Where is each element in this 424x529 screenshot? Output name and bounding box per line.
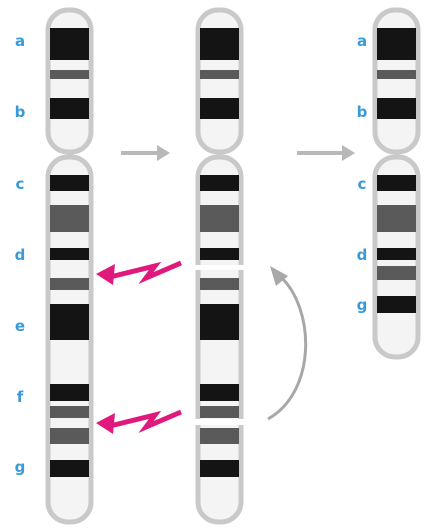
band bbox=[50, 278, 89, 290]
region-label: a bbox=[357, 32, 367, 50]
band bbox=[377, 296, 416, 313]
band bbox=[377, 175, 416, 191]
band bbox=[200, 98, 239, 119]
break-gap bbox=[190, 265, 270, 270]
region-label: g bbox=[15, 458, 26, 476]
chromosome-original-short-arm bbox=[45, 7, 94, 155]
band bbox=[377, 98, 416, 119]
break-gap bbox=[190, 419, 270, 425]
chromosome-original: a b c d e f g bbox=[15, 7, 182, 525]
chromosome-original-long-arm bbox=[45, 154, 94, 525]
band bbox=[200, 460, 239, 477]
band bbox=[377, 205, 416, 232]
band bbox=[50, 205, 89, 232]
band bbox=[50, 384, 89, 401]
band bbox=[50, 98, 89, 119]
chromosome-deleted-short-arm bbox=[372, 7, 421, 155]
band bbox=[200, 428, 239, 444]
region-label: c bbox=[358, 175, 367, 193]
band bbox=[377, 266, 416, 280]
band bbox=[50, 248, 89, 260]
band bbox=[200, 248, 239, 260]
band bbox=[377, 28, 416, 60]
right-arrow-icon bbox=[297, 145, 355, 161]
band bbox=[50, 70, 89, 79]
band bbox=[50, 428, 89, 444]
chromosome-broken bbox=[190, 7, 308, 525]
band bbox=[377, 70, 416, 79]
chromosome-broken-short-arm bbox=[195, 7, 244, 155]
break-bolt-icon bbox=[109, 409, 182, 433]
band bbox=[50, 304, 89, 340]
band bbox=[200, 406, 239, 418]
region-label: e bbox=[15, 317, 25, 335]
band bbox=[200, 175, 239, 191]
band bbox=[200, 278, 239, 290]
region-label: g bbox=[357, 296, 368, 314]
bolt-arrowhead bbox=[96, 413, 115, 434]
band bbox=[377, 248, 416, 260]
curved-arrow-icon bbox=[267, 266, 308, 421]
bolt-arrowhead bbox=[96, 264, 115, 285]
band bbox=[50, 406, 89, 418]
band bbox=[200, 28, 239, 60]
band bbox=[200, 70, 239, 79]
band bbox=[50, 460, 89, 477]
region-label: c bbox=[16, 175, 25, 193]
region-label: b bbox=[357, 103, 368, 121]
region-label: d bbox=[15, 246, 26, 264]
break-bolt-icon bbox=[109, 260, 182, 284]
band bbox=[50, 28, 89, 60]
band bbox=[50, 175, 89, 191]
region-label: b bbox=[15, 103, 26, 121]
band bbox=[200, 384, 239, 401]
chromosome-deleted-long-arm bbox=[372, 154, 421, 360]
region-label: d bbox=[357, 246, 368, 264]
right-arrow-icon bbox=[121, 145, 170, 161]
region-label: a bbox=[15, 32, 25, 50]
band bbox=[200, 205, 239, 232]
chromosome-broken-long-arm bbox=[195, 154, 244, 525]
region-label: f bbox=[17, 388, 24, 406]
band bbox=[200, 304, 239, 340]
chromosome-deleted: a b c d g bbox=[357, 7, 421, 360]
